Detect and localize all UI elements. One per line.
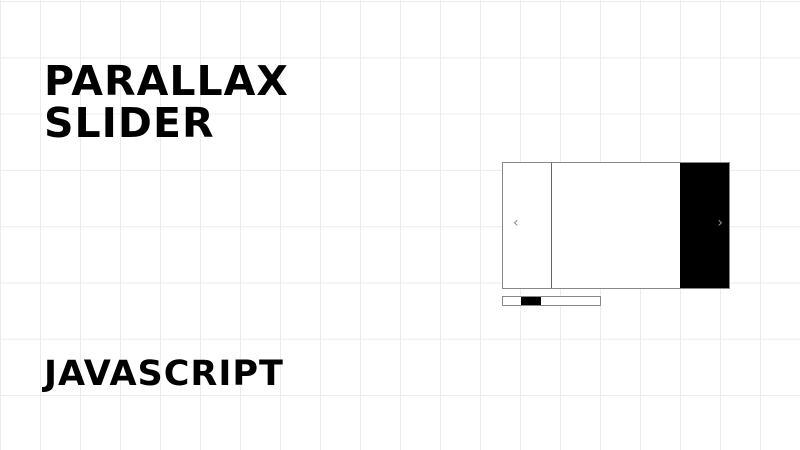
slide-panel-next [680,163,729,288]
slide-panel-previous [503,163,552,288]
progress-thumb[interactable] [521,297,541,305]
chevron-left-icon[interactable]: ‹ [513,215,519,231]
title-line-2: SLIDER [44,99,215,147]
chevron-right-icon[interactable]: › [717,215,723,231]
subtitle: JAVASCRIPT [44,354,284,394]
title-line-1: PARALLAX [44,57,289,105]
parallax-slider[interactable]: ‹ › [502,162,730,289]
slider-progress-bar[interactable] [502,296,601,306]
